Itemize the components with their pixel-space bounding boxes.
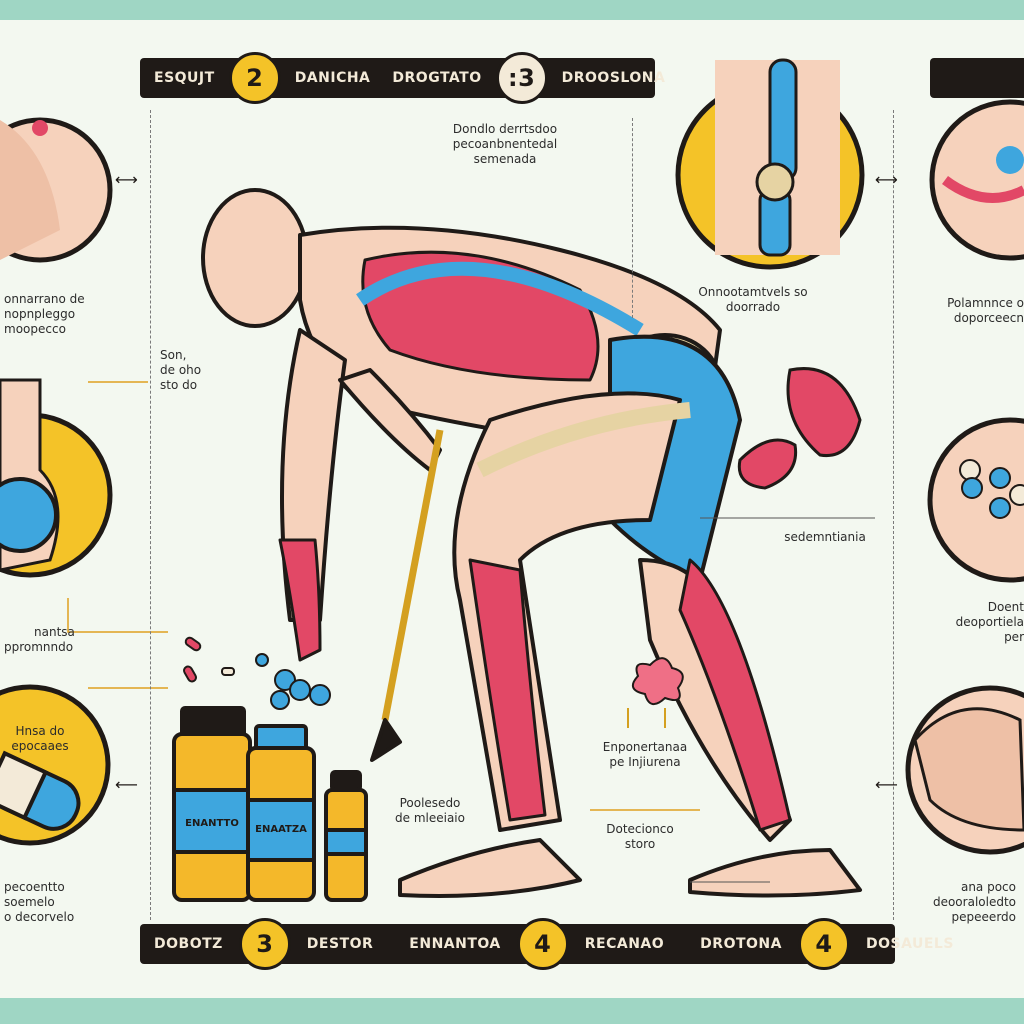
bottle-label-1: ENANTTO (185, 818, 239, 829)
inflammation-icon (627, 657, 684, 728)
top-banner-text-2: DANICHA (294, 70, 371, 86)
arrow-left-icon: ⟵ (875, 775, 898, 794)
annotation-left-1: onnarrano de nopnpleggo moopecco (4, 292, 85, 336)
left-dashed-guide (150, 110, 151, 920)
top-banner-text-3: DROGTATO (392, 70, 482, 86)
left-callout-1 (0, 117, 113, 263)
double-arrow-icon: ⟷ (875, 170, 898, 189)
bottom-banner-text-4: RECANAO (584, 936, 665, 952)
center-dashed-guide (632, 118, 633, 318)
annotation-sedentary: sedemntiania (784, 530, 866, 544)
left-callout-2 (0, 378, 113, 578)
top-banner-right (930, 58, 1024, 98)
arrow-left-icon: ⟵ (115, 775, 138, 794)
step-number-badge: 4 (797, 918, 850, 970)
connector-lines (67, 381, 700, 811)
double-arrow-icon: ⟷ (115, 170, 138, 189)
annotation-left-circle: Hnsa do epocaaes (11, 724, 69, 753)
step-number-badge: :3 (495, 52, 548, 104)
annotation-center-right: Onnootamtvels so doorrado (698, 285, 808, 314)
step-number-badge: 3 (238, 918, 291, 970)
step-number-badge: 2 (228, 52, 281, 104)
pills-cluster (183, 636, 331, 710)
bottom-banner-text-3: ENNANTOA (409, 936, 501, 952)
right-callout-2 (927, 417, 1024, 583)
bottle-label-2: ENAATZA (255, 824, 307, 835)
annotation-left-mid: Son, de oho sto do (160, 348, 202, 392)
pointer-lines (690, 517, 875, 883)
annotation-inflammation: Enponertanaa pe Injiurena (602, 740, 688, 769)
bottom-banner-text-2: DESTOR (306, 936, 374, 952)
right-dashed-guide (893, 110, 894, 920)
muscle-fragments (737, 367, 862, 490)
annotation-right-mid: Doent deoportiela per (955, 600, 1024, 644)
right-callout-3 (905, 685, 1024, 855)
bottom-banner: DOBOTZ 3 DESTOR ENNANTOA 4 RECANAO DROTO… (140, 918, 953, 970)
annotation-lower-mid: Dotecionco storo (606, 822, 674, 851)
top-banner-text-1: ESQUJT (154, 70, 215, 86)
bottom-banner-text-6: DOSAUELS (865, 936, 954, 952)
bottom-banner-text-1: DOBOTZ (154, 936, 223, 952)
right-callout-1 (929, 99, 1024, 261)
step-number-badge: 4 (516, 918, 569, 970)
bottom-banner-text-5: DROTONA (700, 936, 782, 952)
bending-figure (201, 188, 862, 898)
annotation-left-2: nantsa ppromnndo (4, 625, 75, 654)
annotation-right-bottom: ana poco deooraloledto pepeeerdo (932, 880, 1016, 924)
left-callout-3 (0, 684, 111, 846)
annotation-lower-left: Poolesedo de mleeiaio (395, 796, 465, 825)
annotation-top-center: Dondlo derrtsdoo pecoanbnentedal semenad… (452, 122, 558, 166)
top-banner: ESQUJT 2 DANICHA DROGTATO :3 DROOSLONA (140, 52, 665, 104)
knee-callout (675, 58, 865, 270)
annotation-right-top: Polamnnce o doporceecn (947, 296, 1024, 325)
annotation-left-bottom: pecoentto soemelo o decorvelo (4, 880, 75, 924)
top-banner-text-4: DROOSLONA (561, 70, 666, 86)
medicine-bottles (172, 706, 368, 902)
